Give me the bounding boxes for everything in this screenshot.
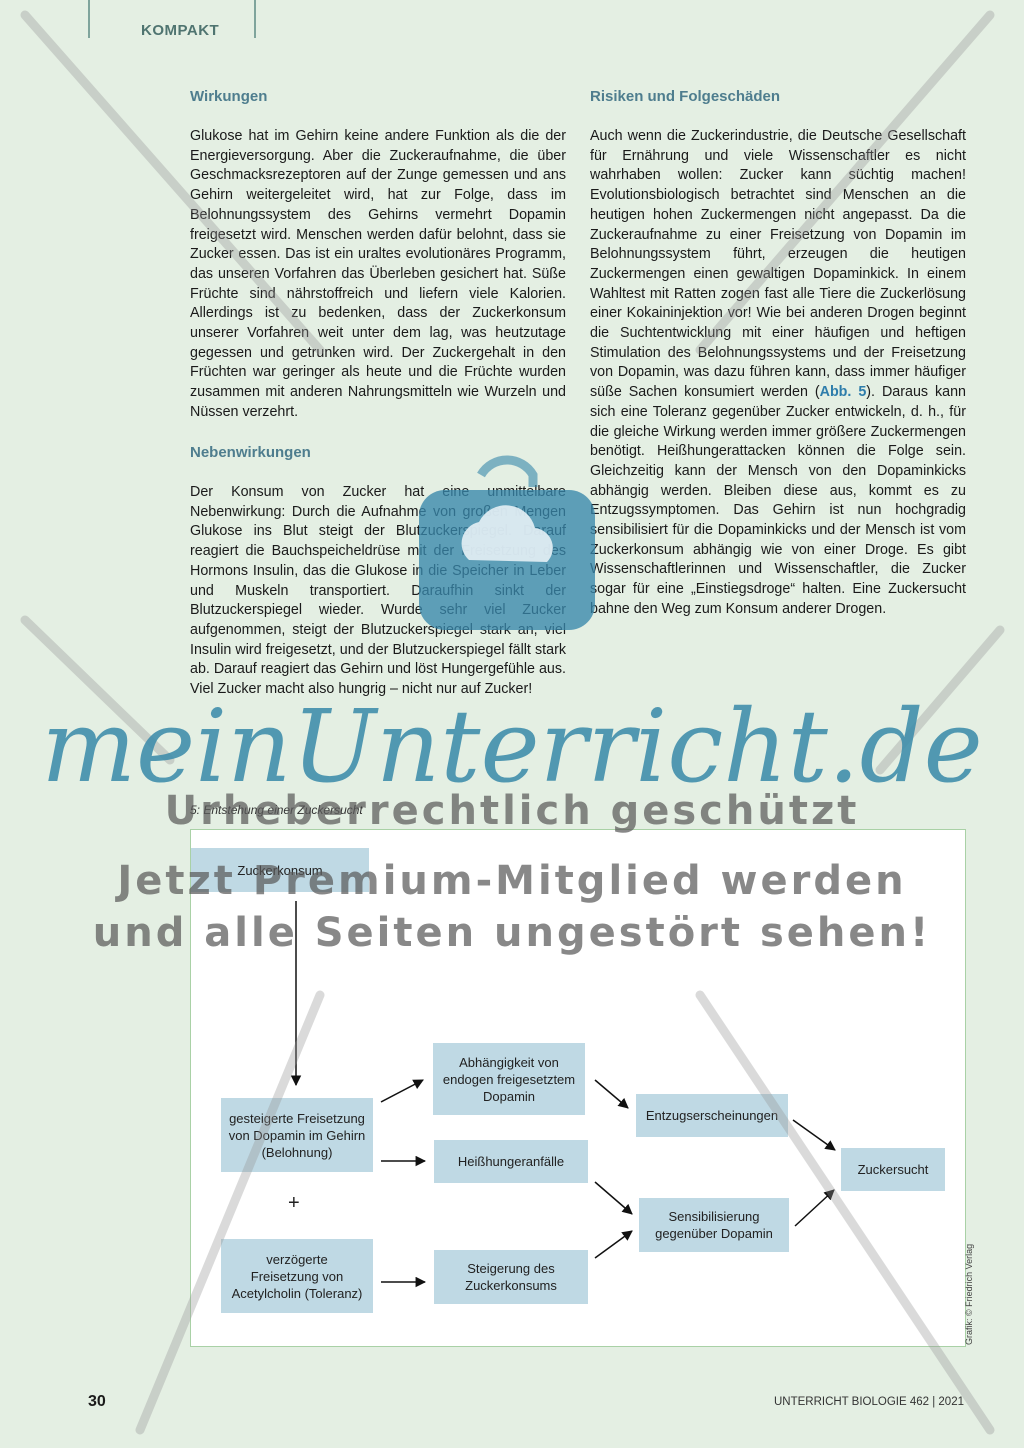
heading-wirkungen: Wirkungen — [190, 88, 268, 105]
watermark-brand: meinUnterricht.de — [41, 688, 983, 805]
box-abhaengigkeit: Abhängigkeit von endogen freigesetztem D… — [433, 1043, 585, 1115]
arrow-entzug-to-zuckersucht — [792, 1119, 836, 1151]
page-number: 30 — [88, 1393, 106, 1410]
left-column-2: Nebenwirkungen Der Konsum von Zucker hat… — [190, 443, 566, 700]
arrow-dopamin-to-abhaengigkeit — [380, 1079, 424, 1103]
box-sensibilisierung: Sensibilisierung gegenüber Dopamin — [639, 1198, 789, 1252]
flowchart-figure: Zuckerkonsum gesteigerte Freisetzung von… — [190, 829, 966, 1347]
figure-credit: Grafik: © Friedrich Verlag — [964, 1243, 974, 1345]
left-column: Wirkungen Glukose hat im Gehirn keine an… — [190, 87, 566, 423]
arrow-steigerung-to-sensibilisierung — [594, 1230, 633, 1259]
plus-sign: + — [288, 1192, 300, 1214]
figure-caption: 5: Entstehung einer Zuckersucht — [190, 803, 363, 817]
header-divider-left — [88, 0, 90, 38]
arrow-heisshunger-to-sensibilisierung — [594, 1181, 633, 1215]
box-zuckerkonsum: Zuckerkonsum — [191, 848, 369, 892]
paragraph-risiken-part2: ). Daraus kann sich eine Toleranz gegenü… — [590, 384, 967, 617]
paragraph-risiken: Auch wenn die Zuckerindustrie, die Deuts… — [590, 127, 966, 620]
header-divider-right — [254, 0, 256, 38]
paragraph-nebenwirkungen: Der Konsum von Zucker hat eine unmittelb… — [190, 484, 566, 698]
box-heisshunger: Heißhungeranfälle — [434, 1140, 588, 1183]
heading-risiken: Risiken und Folgeschäden — [590, 88, 781, 105]
arrow-sensibilisierung-to-zuckersucht — [794, 1189, 835, 1227]
heading-nebenwirkungen: Nebenwirkungen — [190, 444, 311, 461]
paragraph-wirkungen: Glukose hat im Gehirn keine andere Funkt… — [190, 128, 566, 420]
watermark-copyright: Urheberrechtlich geschützt — [164, 788, 860, 834]
box-freisetzung-acetylcholin: verzögerte Freisetzung von Acetylcholin … — [221, 1239, 373, 1313]
box-freisetzung-dopamin: gesteigerte Freisetzung von Dopamin im G… — [221, 1098, 373, 1172]
box-zuckersucht: Zuckersucht — [841, 1148, 945, 1191]
arrow-abhaengigkeit-to-entzug — [594, 1079, 629, 1109]
flowchart-arrows — [290, 901, 836, 1288]
journal-reference: UNTERRICHT BIOLOGIE 462 | 2021 — [773, 1396, 964, 1408]
box-entzug: Entzugserscheinungen — [636, 1094, 788, 1137]
figure-reference-link[interactable]: Abb. 5 — [819, 384, 867, 401]
paragraph-risiken-part1: Auch wenn die Zuckerindustrie, die Deuts… — [590, 128, 966, 401]
right-column: Risiken und Folgeschäden Auch wenn die Z… — [590, 87, 966, 620]
box-steigerung: Steigerung des Zuckerkonsums — [434, 1250, 588, 1304]
section-label: KOMPAKT — [141, 22, 220, 39]
